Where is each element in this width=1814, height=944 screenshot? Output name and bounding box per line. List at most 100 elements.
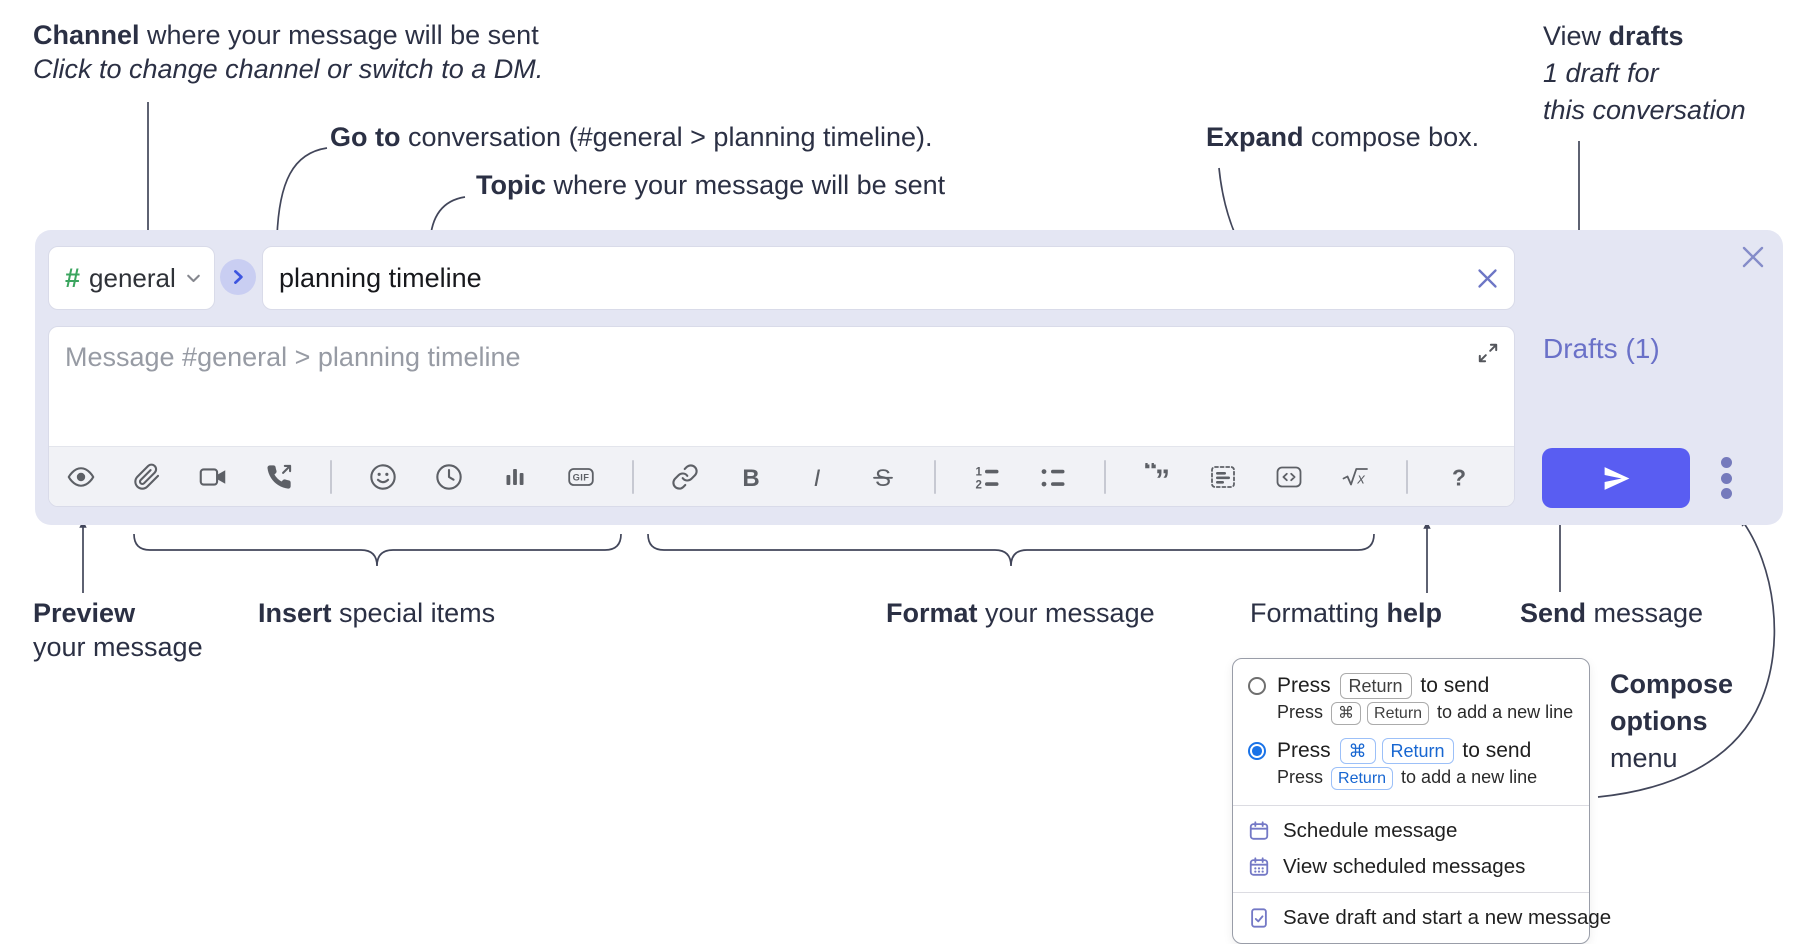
toolbar-button-gif[interactable]: GIF	[566, 462, 596, 492]
poll-icon	[506, 468, 524, 485]
calendar-dots-icon	[1249, 857, 1269, 876]
toolbar-button-help[interactable]: ?	[1444, 462, 1474, 492]
menu-divider	[1233, 892, 1589, 893]
emoji-icon	[370, 463, 396, 490]
channel-name: general	[89, 262, 176, 293]
numbered-list-icon: 12	[976, 466, 999, 491]
toolbar-button-poll[interactable]	[500, 462, 530, 492]
topic-input[interactable]	[263, 262, 1470, 294]
keycap: ⌘	[1339, 738, 1376, 764]
spoiler-icon	[1211, 465, 1235, 488]
keycap: Return	[1339, 673, 1412, 699]
expand-annotation: Expand compose box.	[1206, 122, 1480, 152]
menu-item-label: Schedule message	[1283, 819, 1458, 842]
toolbar-button-spoiler[interactable]	[1208, 462, 1238, 492]
go-to-conversation-button[interactable]	[220, 259, 256, 295]
toolbar-button-italic[interactable]: I	[802, 462, 832, 492]
radio-icon[interactable]	[1248, 677, 1266, 695]
send-option-subtext: Press ⌘Return to add a new line	[1233, 701, 1589, 733]
audio-call-icon	[267, 464, 292, 489]
format-brace	[647, 533, 1375, 567]
close-icon	[1742, 246, 1764, 268]
italic-icon: I	[814, 465, 821, 491]
gif-icon: GIF	[568, 467, 594, 486]
send-option-row[interactable]: Press Return to send	[1233, 668, 1589, 701]
svg-text:GIF: GIF	[573, 472, 590, 482]
channel-selector[interactable]: # general	[48, 246, 215, 310]
expand-compose-button[interactable]	[1473, 338, 1503, 368]
send-plane-icon	[1604, 466, 1629, 490]
svg-text:1: 1	[976, 466, 983, 478]
menu-item-calendar[interactable]: Schedule message	[1233, 813, 1589, 849]
toolbar-divider	[330, 459, 332, 494]
toolbar-button-emoji[interactable]	[368, 462, 398, 492]
attach-icon	[134, 463, 160, 490]
toolbar-button-math[interactable]: x	[1340, 462, 1370, 492]
preview-annotation: Preview your message	[33, 598, 203, 662]
channel-hash-icon: #	[65, 262, 81, 293]
toolbar-button-code[interactable]	[1274, 462, 1304, 492]
toolbar-button-video-call[interactable]	[198, 462, 228, 492]
compose-options-button[interactable]	[1714, 456, 1738, 500]
toolbar-button-strikethrough[interactable]: S	[868, 462, 898, 492]
svg-text:?: ?	[1452, 464, 1466, 490]
keycap: Return	[1367, 702, 1430, 725]
svg-text:I: I	[814, 465, 821, 491]
svg-text:“: “	[1143, 463, 1158, 487]
topic-annotation: Topic where your message will be sent	[476, 170, 946, 200]
menu-divider	[1233, 805, 1589, 806]
compose-box: # general	[35, 230, 1783, 525]
goto-annotation: Go to conversation (#general > planning …	[330, 122, 933, 152]
video-call-icon	[199, 467, 226, 486]
message-input[interactable]	[49, 327, 1460, 445]
bulleted-list-icon	[1041, 468, 1065, 486]
expand-icon	[1478, 343, 1498, 363]
insert-annotation: Insert special items	[258, 598, 496, 628]
toolbar-button-link[interactable]	[670, 462, 700, 492]
send-option-row[interactable]: Press ⌘Return to send	[1233, 733, 1589, 766]
svg-text:2: 2	[976, 479, 982, 491]
dots-icon	[1720, 457, 1732, 468]
quote-icon: “”	[1143, 463, 1170, 491]
toolbar-button-bold[interactable]: B	[736, 462, 766, 492]
keycap: Return	[1381, 738, 1454, 764]
send-option-subtext: Press Return to add a new line	[1233, 766, 1589, 798]
topic-field	[262, 246, 1515, 310]
message-compose-area: GIF B I S 12 “” x?	[48, 326, 1515, 507]
view-drafts-annotation: View drafts 1 draft for this conversatio…	[1543, 21, 1746, 125]
toolbar-button-quote[interactable]: “”	[1142, 462, 1172, 492]
channel-annotation-bold: Channel	[33, 20, 140, 50]
drafts-link[interactable]: Drafts (1)	[1543, 333, 1660, 364]
toolbar-divider	[1406, 459, 1408, 494]
chevron-right-icon	[234, 270, 243, 284]
menu-item-doc-check[interactable]: Save draft and start a new message	[1233, 900, 1611, 936]
menu-item-calendar-dots[interactable]: View scheduled messages	[1233, 849, 1589, 885]
insert-brace	[133, 533, 622, 567]
compose-options-annotation: Compose options menu	[1610, 669, 1734, 773]
calendar-icon	[1249, 821, 1269, 840]
toolbar-button-preview[interactable]	[66, 462, 96, 492]
radio-selected-icon[interactable]	[1248, 742, 1266, 760]
close-compose-button[interactable]	[1736, 240, 1770, 274]
send-annotation: Send message	[1520, 598, 1704, 628]
svg-text:B: B	[742, 465, 759, 491]
toolbar-button-attach[interactable]	[132, 462, 162, 492]
send-button[interactable]	[1542, 448, 1690, 508]
close-icon	[1477, 268, 1497, 288]
toolbar-button-time[interactable]	[434, 462, 464, 492]
strikethrough-icon: S	[873, 465, 893, 491]
chevron-down-icon	[185, 270, 202, 287]
time-icon	[436, 463, 462, 490]
toolbar-button-bulleted-list[interactable]	[1038, 462, 1068, 492]
toolbar-button-audio-call[interactable]	[264, 462, 294, 492]
menu-item-label: Save draft and start a new message	[1283, 906, 1612, 929]
topic-clear-button[interactable]	[1470, 261, 1504, 295]
doc-check-icon	[1251, 908, 1267, 928]
preview-icon	[67, 466, 95, 487]
keycap: ⌘	[1331, 702, 1362, 725]
